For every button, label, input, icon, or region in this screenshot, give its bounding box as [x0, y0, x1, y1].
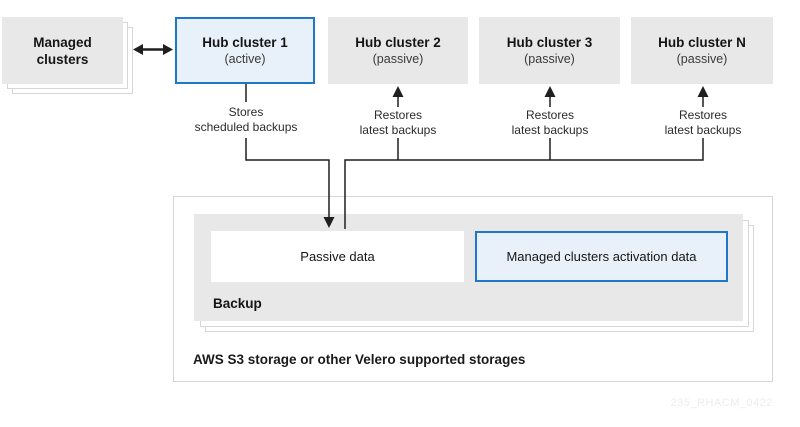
hub3-action-line2: latest backups [511, 122, 589, 137]
backup-stack: Passive data Managed clusters activation… [194, 214, 754, 332]
hub2-action-line2: latest backups [359, 122, 437, 137]
hub-cluster-1-title: Hub cluster 1 [202, 35, 288, 50]
hub-cluster-1-box: Hub cluster 1 (active) [175, 17, 315, 84]
velero-storage-container: Passive data Managed clusters activation… [173, 196, 773, 382]
hub-cluster-2-box: Hub cluster 2 (passive) [328, 17, 468, 84]
hubn-action-line2: latest backups [664, 122, 742, 137]
hub1-action-line2: scheduled backups [194, 119, 298, 134]
passive-data-label: Passive data [300, 249, 375, 264]
hub2-restore-arrowhead-icon [392, 86, 404, 97]
hub3-action-label: Restores latest backups [485, 108, 615, 137]
hub-cluster-2-state: (passive) [372, 52, 424, 66]
hub1-action-line1: Stores [228, 105, 264, 119]
watermark-text: 235_RHACM_0422 [670, 397, 773, 409]
managed-clusters-box: Managed clusters [2, 17, 123, 84]
hub2-action-line1: Restores [373, 108, 423, 122]
backup-label: Backup [213, 296, 262, 311]
hub-cluster-n-box: Hub cluster N (passive) [631, 17, 773, 84]
activation-data-label: Managed clusters activation data [506, 249, 697, 264]
managed-clusters-label-line2: clusters [36, 51, 89, 67]
hub-cluster-n-state: (passive) [676, 52, 728, 66]
managed-clusters-label-line1: Managed [33, 34, 92, 50]
hub-cluster-1-state: (active) [224, 52, 266, 66]
hub3-restore-arrowhead-icon [544, 86, 556, 97]
hub-cluster-3-state: (passive) [524, 52, 575, 66]
bidirectional-arrow-icon [133, 44, 173, 55]
hubn-action-line1: Restores [678, 108, 728, 122]
hub2-action-label: Restores latest backups [333, 108, 463, 137]
hub-cluster-n-title: Hub cluster N [658, 35, 746, 50]
hubn-action-label: Restores latest backups [638, 108, 768, 137]
managed-clusters-stack: Managed clusters [2, 17, 133, 94]
hub3-action-line1: Restores [525, 108, 575, 122]
hub-cluster-3-title: Hub cluster 3 [506, 35, 593, 50]
hubn-restore-arrowhead-icon [697, 86, 709, 97]
passive-data-box: Passive data [211, 231, 464, 282]
hub-cluster-2-title: Hub cluster 2 [355, 35, 441, 50]
activation-data-box: Managed clusters activation data [475, 231, 728, 282]
hub1-action-label: Stores scheduled backups [181, 105, 311, 134]
backup-box: Passive data Managed clusters activation… [194, 214, 743, 321]
hub-cluster-3-box: Hub cluster 3 (passive) [479, 17, 620, 84]
storage-caption: AWS S3 storage or other Velero supported… [193, 352, 526, 367]
